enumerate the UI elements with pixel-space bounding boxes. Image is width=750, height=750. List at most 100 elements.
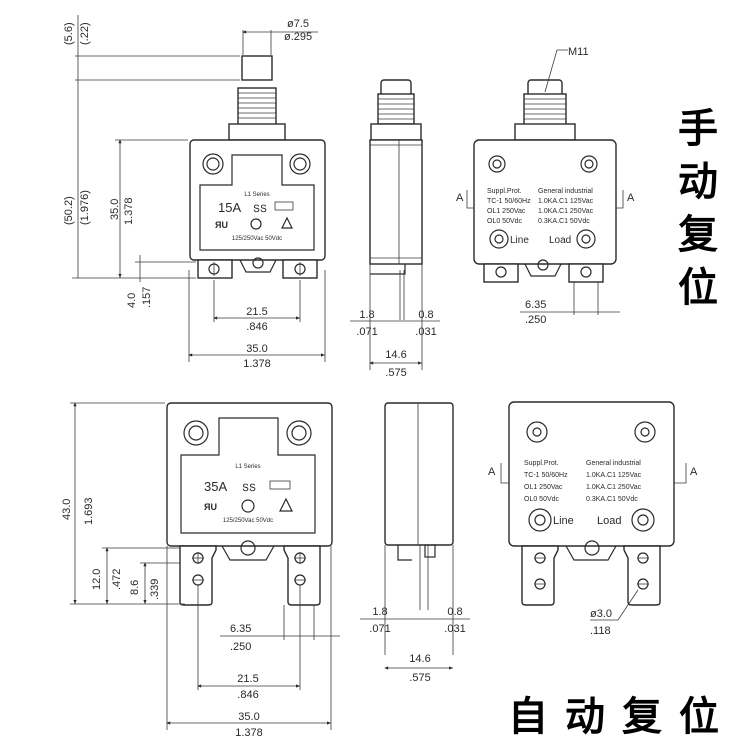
title-char: 动 (565, 693, 605, 740)
rating-label: 15A (218, 200, 241, 215)
spec-text: 1.0KA.C1 250Vac (586, 484, 642, 491)
series-label: L1 Series (235, 464, 260, 470)
spec-text: 1.0KA.C1 125Vac (538, 198, 594, 205)
dim-tab-w-mm: 6.35 (230, 623, 251, 635)
dim-hole-h-in: .339 (149, 579, 161, 600)
dim-side-left-mm: 1.8 (372, 606, 387, 618)
s-mark-icon: ՏՏ (253, 204, 267, 215)
dim-tab-w-in: .250 (230, 641, 251, 653)
section-marker-left: A (456, 192, 464, 204)
dim-overall-h-mm: 43.0 (61, 499, 73, 520)
spec-text: OL1 250Vac (487, 208, 526, 215)
dim-overall-h-mm: (50.2) (63, 196, 75, 225)
rating-label: 35A (204, 479, 227, 494)
dim-hole-dia-in: .118 (590, 625, 611, 637)
dim-button-dia-in: ø.295 (284, 31, 312, 43)
title-char: 位 (679, 693, 719, 740)
thread-label: M11 (568, 46, 589, 58)
dim-side-right-mm: 0.8 (447, 606, 462, 618)
dim-side-right-in: .031 (444, 623, 465, 635)
ul-mark-icon: ЯU (215, 220, 228, 230)
title-char: 手 (678, 105, 718, 152)
dim-side-right-in: .031 (415, 326, 436, 338)
reset-button (241, 55, 273, 81)
title-char: 复 (678, 211, 718, 258)
spec-text: TC-1 50/60Hz (487, 198, 531, 205)
dim-body-h-in: 1.378 (123, 197, 135, 225)
dim-body-h-mm: 35.0 (109, 199, 121, 220)
line-label: Line (553, 515, 574, 527)
dim-side-left-mm: 1.8 (359, 309, 374, 321)
dim-side-depth-in: .575 (385, 367, 406, 379)
dim-side-depth-in: .575 (409, 672, 430, 684)
voltage-label: 125/250Vac 50Vdc (223, 518, 273, 524)
line-label: Line (510, 235, 529, 246)
dim-pitch-in: .846 (246, 321, 267, 333)
dim-side-depth-mm: 14.6 (409, 653, 430, 665)
dim-hole-dia-mm: ø3.0 (590, 608, 612, 620)
dim-back-tab-w-mm: 6.35 (525, 299, 546, 311)
dim-back-tab-w-in: .250 (525, 314, 546, 326)
dim-pitch-mm: 21.5 (246, 306, 267, 318)
dim-side-right-mm: 0.8 (418, 309, 433, 321)
title-char: 自 (508, 693, 548, 740)
title-char: 复 (622, 693, 662, 740)
spec-text: Suppl.Prot. (524, 460, 559, 467)
side-body (369, 139, 423, 265)
dim-width-mm: 35.0 (246, 343, 267, 355)
terminal-left (197, 259, 233, 279)
bottom-back-view: Suppl.Prot. TC-1 50/60Hz OL1 250Vac OL0 … (488, 401, 698, 637)
spec-text: 0.3KA.C1 50Vdc (586, 496, 638, 503)
ccc-mark-icon (241, 499, 255, 513)
spec-text: OL0 50Vdc (487, 218, 523, 225)
ccc-mark-icon (250, 218, 262, 230)
title-char: 位 (678, 264, 718, 311)
triangle-mark-icon (279, 497, 293, 512)
dim-side-left-in: .071 (369, 623, 390, 635)
ul-mark-icon: ЯU (204, 502, 217, 512)
dim-overall-h-in: 1.693 (83, 497, 95, 525)
spec-text: General industrial (586, 460, 641, 467)
spec-text: 0.3KA.C1 50Vdc (538, 218, 590, 225)
top-back-view: M11 Suppl.Prot. TC-1 50/60Hz OL1 250Vac … (456, 46, 635, 326)
dim-width-mm: 35.0 (238, 711, 259, 723)
breaker-body (189, 139, 326, 261)
section-marker-left: A (488, 466, 496, 478)
dim-width-in: 1.378 (243, 358, 271, 370)
spec-text: 1.0KA.C1 250Vac (538, 208, 594, 215)
top-side-view: 1.8 .071 0.8 .031 14.6 .575 (350, 79, 440, 379)
dim-tab-h-in: .472 (111, 569, 123, 590)
cert-mark-icon (274, 201, 294, 211)
dim-width-in: 1.378 (235, 727, 263, 739)
triangle-mark-icon (281, 216, 293, 229)
spec-text: TC-1 50/60Hz (524, 472, 568, 479)
voltage-label: 125/250Vac 50Vdc (232, 236, 282, 242)
top-front-view: L1 Series 15A ՏՏ ЯU 125/250Vac 50Vdc ø7.… (63, 15, 326, 370)
dim-travel-in: (.22) (79, 22, 91, 45)
dim-tab-h-mm: 4.0 (126, 293, 138, 308)
bottom-front-view: L1 Series 35A ՏՏ ЯU 125/250Vac 50Vdc 43.… (61, 402, 340, 739)
dim-side-left-in: .071 (356, 326, 377, 338)
side-body-auto (384, 402, 454, 546)
back-body-auto (508, 401, 675, 547)
spec-text: 1.0KA.C1 125Vac (586, 472, 642, 479)
back-body (473, 139, 617, 265)
load-label: Load (549, 235, 571, 246)
cert-mark-icon (269, 480, 291, 490)
load-label: Load (597, 515, 621, 527)
series-label: L1 Series (244, 192, 269, 198)
spec-text: OL0 50Vdc (524, 496, 560, 503)
s-mark-icon: ՏՏ (242, 483, 256, 494)
spec-text: OL1 250Vac (524, 484, 563, 491)
dim-overall-h-in: (1.976) (79, 190, 91, 225)
breaker-body-auto (166, 402, 333, 547)
dim-button-dia-mm: ø7.5 (287, 18, 309, 30)
dim-tab-h-in: .157 (141, 287, 153, 308)
section-marker-right: A (690, 466, 698, 478)
dim-pitch-mm: 21.5 (237, 673, 258, 685)
bottom-side-view: 1.8 .071 0.8 .031 14.6 .575 (360, 402, 470, 684)
dim-travel-mm: (5.6) (63, 22, 75, 45)
dim-hole-h-mm: 8.6 (129, 580, 141, 595)
spec-text: General industrial (538, 188, 593, 195)
dim-side-depth-mm: 14.6 (385, 349, 406, 361)
